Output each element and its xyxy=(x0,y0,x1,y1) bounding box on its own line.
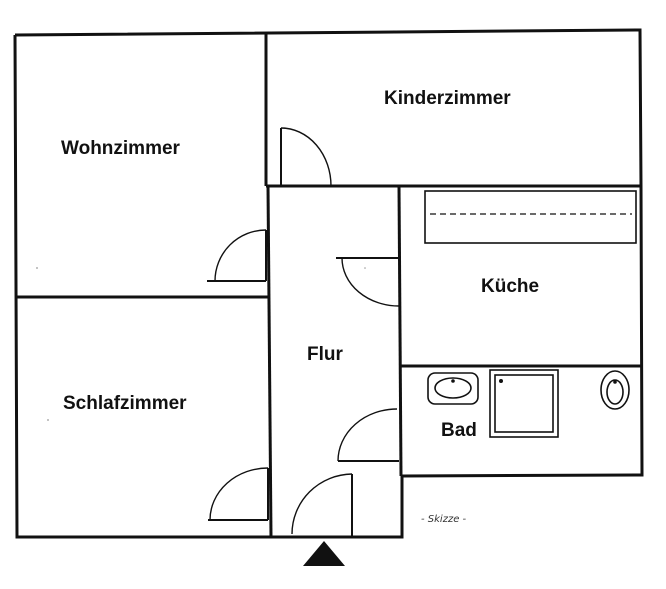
room-label-flur: Flur xyxy=(307,344,343,365)
door-entrance xyxy=(291,473,353,537)
room-label-kinderzimmer: Kinderzimmer xyxy=(384,88,511,109)
outer-walls xyxy=(13,28,644,539)
toilet-icon xyxy=(600,370,630,410)
sink-icon xyxy=(427,372,479,405)
room-label-kueche: Küche xyxy=(481,276,540,297)
door-schlafzimmer xyxy=(208,467,269,521)
scan-specks xyxy=(36,267,366,421)
sketch-note: - Skizze - xyxy=(421,514,467,525)
shower-tray-icon xyxy=(489,369,559,438)
interior-walls xyxy=(17,33,642,538)
door-wohnzimmer xyxy=(207,229,267,282)
room-label-schlafzimmer: Schlafzimmer xyxy=(63,393,187,414)
entrance-arrow-icon xyxy=(303,541,345,566)
door-kueche xyxy=(336,257,400,307)
room-label-bad: Bad xyxy=(441,420,477,441)
door-kinderzimmer xyxy=(280,127,332,187)
door-bad xyxy=(337,408,399,462)
room-label-wohnzimmer: Wohnzimmer xyxy=(61,138,180,159)
kitchen-counter xyxy=(424,190,637,244)
